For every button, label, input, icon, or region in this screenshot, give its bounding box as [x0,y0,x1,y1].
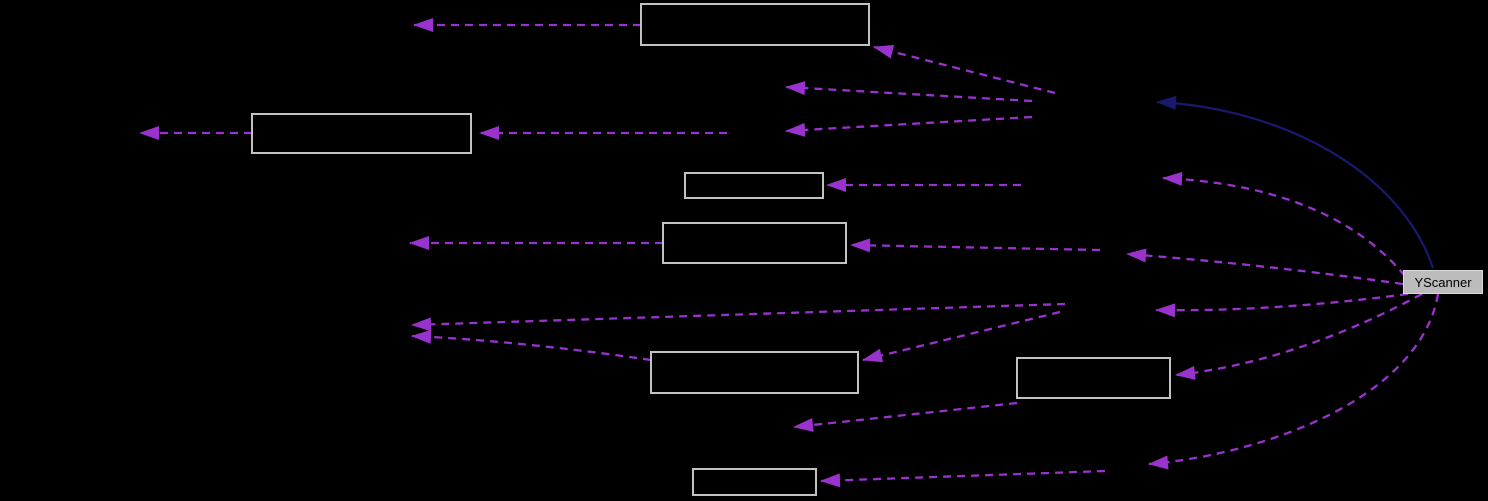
usage-edge [411,329,652,362]
usage-edge [820,469,1106,488]
edges-layer [139,17,1440,488]
class-node[interactable] [684,172,824,199]
usage-edge [1126,248,1404,286]
yscanner-node-label: YScanner [1414,274,1472,290]
usage-edge [1175,292,1423,380]
inheritance-edge [1156,95,1435,269]
usage-edge [785,115,1033,137]
usage-edge [411,302,1066,332]
usage-edge [1162,171,1406,277]
usage-edge [862,310,1061,363]
usage-edge [1155,292,1409,318]
usage-edge [793,401,1018,432]
class-node[interactable] [650,351,859,394]
class-node[interactable] [640,3,870,46]
usage-edge [850,238,1101,253]
class-node[interactable] [251,113,472,154]
usage-edge [873,44,1056,95]
class-node[interactable] [662,222,847,264]
class-node[interactable] [1016,357,1171,399]
usage-edge [785,81,1033,103]
nodes-layer [251,3,1171,496]
yscanner-node[interactable]: YScanner [1403,270,1483,294]
class-node[interactable] [692,468,817,496]
usage-edge [1148,293,1440,470]
